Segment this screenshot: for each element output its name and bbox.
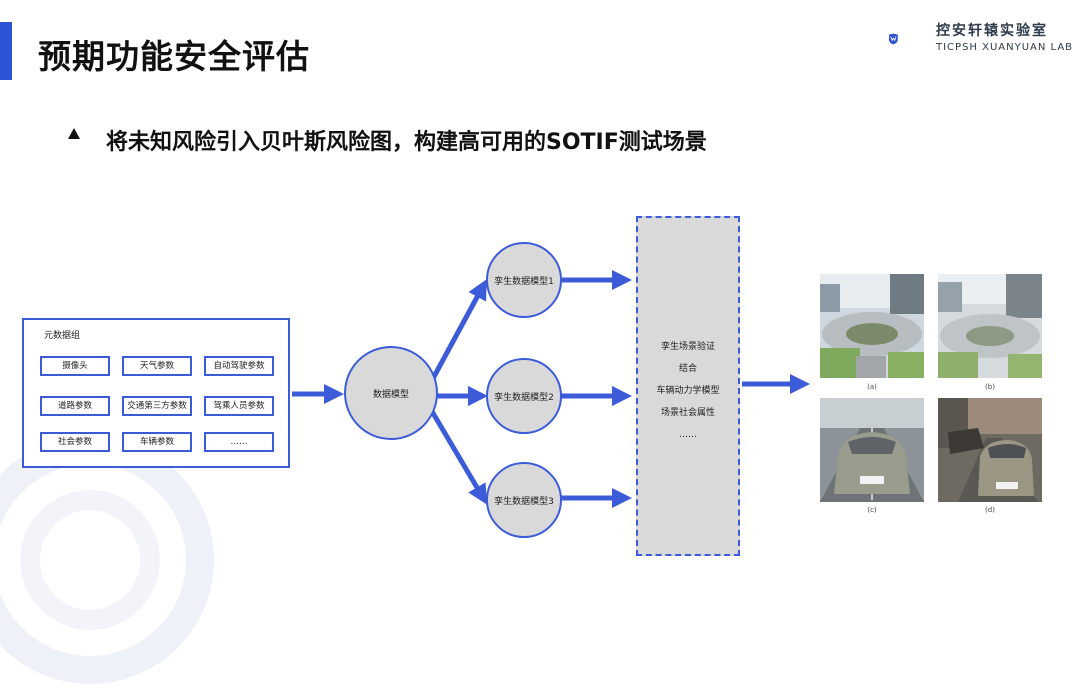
scene-caption-a: (a) <box>867 383 877 391</box>
scene-caption-d: (d) <box>985 506 995 514</box>
arrow-model-to-twin3 <box>427 406 488 505</box>
logo-text-en: TICPSH XUANYUAN LAB <box>936 42 1074 53</box>
twin-model-node-1: 孪生数据模型1 <box>486 242 562 318</box>
validation-line-4: 场景社会属性 <box>660 408 715 418</box>
title-accent-bar <box>0 22 12 80</box>
validation-line-1: 孪生场景验证 <box>660 342 715 352</box>
scene-image-c <box>820 398 924 502</box>
scene-caption-c: (c) <box>867 506 877 514</box>
twin-model-label-3: 孪生数据模型3 <box>494 496 554 507</box>
param-road: 道路参数 <box>40 396 110 416</box>
validation-line-2: 结合 <box>678 364 697 374</box>
twin-model-node-3: 孪生数据模型3 <box>486 462 562 538</box>
scene-image-a <box>820 274 924 378</box>
data-model-node: 数据模型 <box>344 346 438 440</box>
twin-model-label-1: 孪生数据模型1 <box>494 276 554 287</box>
twin-model-node-2: 孪生数据模型2 <box>486 358 562 434</box>
meta-data-group: 元数据组 摄像头 天气参数 自动驾驶参数 道路参数 交通第三方参数 驾乘人员参数… <box>22 318 290 468</box>
bullet-triangle-icon <box>68 128 80 139</box>
validation-line-3: 车辆动力学模型 <box>656 386 720 396</box>
scene-caption-b: (b) <box>985 383 995 391</box>
flow-arrows <box>292 270 810 508</box>
arrow-model-to-twin1 <box>427 279 487 386</box>
logo-text-cn: 控安轩辕实验室 <box>936 23 1048 39</box>
param-social: 社会参数 <box>40 432 110 452</box>
param-vehicle: 车辆参数 <box>122 432 192 452</box>
lab-logo <box>888 33 898 45</box>
param-traffic: 交通第三方参数 <box>122 396 192 416</box>
scene-image-b <box>938 274 1042 378</box>
param-autodrive: 自动驾驶参数 <box>204 356 274 376</box>
data-model-label: 数据模型 <box>372 389 409 400</box>
subtitle: 将未知风险引入贝叶斯风险图，构建高可用的SOTIF测试场景 <box>106 130 707 155</box>
validation-line-5: …… <box>679 430 697 440</box>
param-ellipsis: …… <box>204 432 274 452</box>
scene-image-d <box>938 398 1042 502</box>
twin-scene-validation-box: 孪生场景验证 结合 车辆动力学模型 场景社会属性 …… <box>636 216 740 556</box>
page-title: 预期功能安全评估 <box>38 37 310 76</box>
param-camera: 摄像头 <box>40 356 110 376</box>
param-occupant: 驾乘人员参数 <box>204 396 274 416</box>
meta-group-title: 元数据组 <box>44 331 81 341</box>
param-weather: 天气参数 <box>122 356 192 376</box>
twin-model-label-2: 孪生数据模型2 <box>494 392 554 403</box>
